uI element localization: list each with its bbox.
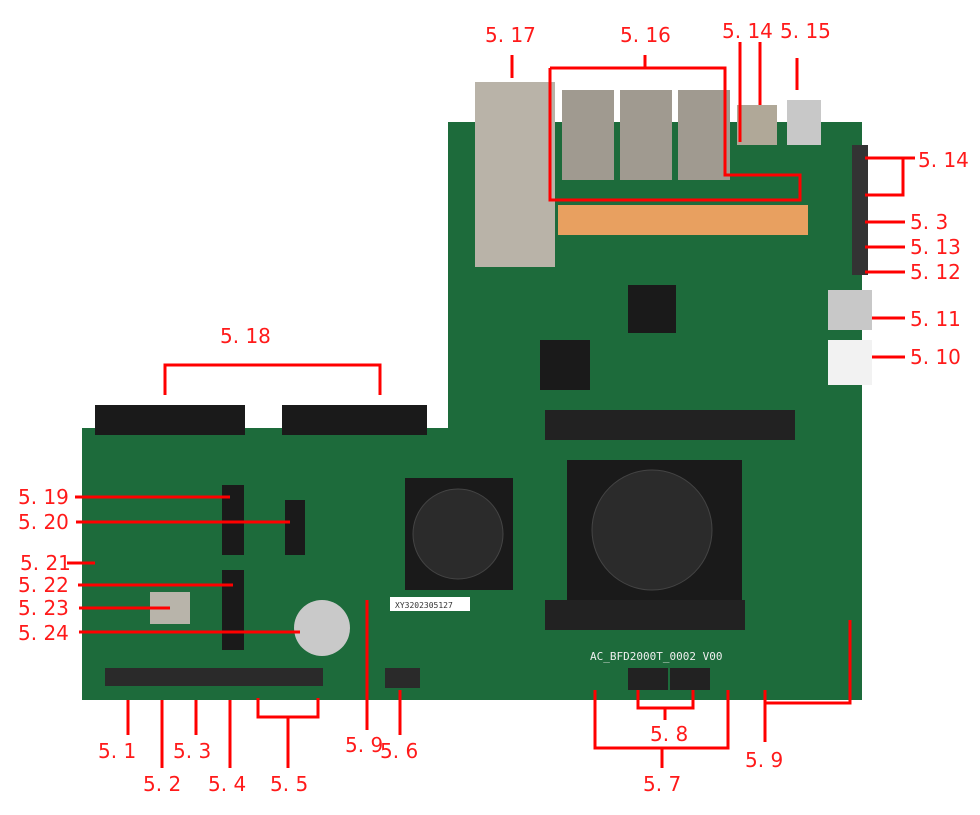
bottom-pin-headers bbox=[105, 668, 323, 686]
line-5-7 bbox=[593, 690, 730, 768]
label-5-19: 5. 19 bbox=[18, 485, 69, 509]
fan-large bbox=[591, 469, 713, 591]
line-5-8 bbox=[636, 690, 695, 720]
m2-slot-1 bbox=[222, 485, 244, 555]
rj45-port-2 bbox=[620, 90, 672, 180]
label-5-11: 5. 11 bbox=[910, 307, 961, 331]
label-5-15: 5. 15 bbox=[780, 19, 831, 43]
bottom-connector-5-6 bbox=[385, 668, 420, 688]
label-5-20: 5. 20 bbox=[18, 510, 69, 534]
coin-battery bbox=[294, 600, 350, 656]
sata-port-1 bbox=[628, 668, 668, 690]
label-5-3-bottom: 5. 3 bbox=[173, 739, 211, 763]
label-5-13: 5. 13 bbox=[910, 235, 961, 259]
sfp-cage bbox=[475, 82, 555, 267]
label-5-14-right: 5. 14 bbox=[918, 148, 969, 172]
label-5-9-left: 5. 9 bbox=[345, 733, 383, 757]
pin-header-right bbox=[852, 145, 868, 275]
pcie-slot-1 bbox=[95, 405, 245, 435]
line-5-14-top bbox=[738, 42, 762, 142]
hdmi-port bbox=[828, 290, 872, 330]
serial-text: XY3202305127 bbox=[395, 601, 453, 610]
rj45-console-port bbox=[737, 105, 777, 145]
usb-port bbox=[787, 100, 821, 145]
label-5-24: 5. 24 bbox=[18, 621, 69, 645]
ram-row-bottom bbox=[545, 600, 745, 630]
ram-row-top bbox=[545, 410, 795, 440]
relay-row bbox=[558, 205, 808, 235]
small-heatsink-2 bbox=[540, 340, 590, 390]
label-5-16: 5. 16 bbox=[620, 23, 671, 47]
label-5-17: 5. 17 bbox=[485, 23, 536, 47]
label-5-18: 5. 18 bbox=[220, 324, 271, 348]
label-5-6: 5. 6 bbox=[380, 739, 418, 763]
label-5-22: 5. 22 bbox=[18, 573, 69, 597]
label-5-14-top: 5. 14 bbox=[722, 19, 773, 43]
sata-port-2 bbox=[670, 668, 710, 690]
label-5-10: 5. 10 bbox=[910, 345, 961, 369]
label-5-12: 5. 12 bbox=[910, 260, 961, 284]
callout-labels: 5. 17 5. 16 5. 14 5. 15 5. 14 5. 3 5. 13… bbox=[18, 19, 969, 796]
line-5-16 bbox=[548, 55, 802, 202]
line-5-14-right bbox=[865, 156, 915, 197]
label-5-21: 5. 21 bbox=[20, 551, 71, 575]
line-5-5 bbox=[256, 698, 320, 768]
label-5-4: 5. 4 bbox=[208, 772, 246, 796]
label-5-23: 5. 23 bbox=[18, 596, 69, 620]
serial-sticker bbox=[390, 597, 470, 611]
line-5-9-right bbox=[763, 620, 852, 742]
label-5-5: 5. 5 bbox=[270, 772, 308, 796]
rj45-port-1 bbox=[562, 90, 614, 180]
m2-slot-2 bbox=[285, 500, 305, 555]
pcie-slot-2 bbox=[282, 405, 427, 435]
label-5-3-right: 5. 3 bbox=[910, 210, 948, 234]
board-photo: XY3202305127 AC_BFD2000T_0002 V00 bbox=[82, 82, 872, 700]
label-5-9-right: 5. 9 bbox=[745, 748, 783, 772]
label-5-1: 5. 1 bbox=[98, 739, 136, 763]
label-5-7: 5. 7 bbox=[643, 772, 681, 796]
callout-lines bbox=[67, 42, 915, 768]
power-connector bbox=[828, 340, 872, 385]
fan-small bbox=[412, 488, 504, 580]
line-5-18 bbox=[163, 363, 382, 395]
label-5-8: 5. 8 bbox=[650, 722, 688, 746]
m2-slot-3 bbox=[222, 570, 244, 650]
rj45-port-3 bbox=[678, 90, 730, 180]
small-heatsink-1 bbox=[628, 285, 676, 333]
board-marking: AC_BFD2000T_0002 V00 bbox=[590, 650, 722, 663]
label-5-2: 5. 2 bbox=[143, 772, 181, 796]
